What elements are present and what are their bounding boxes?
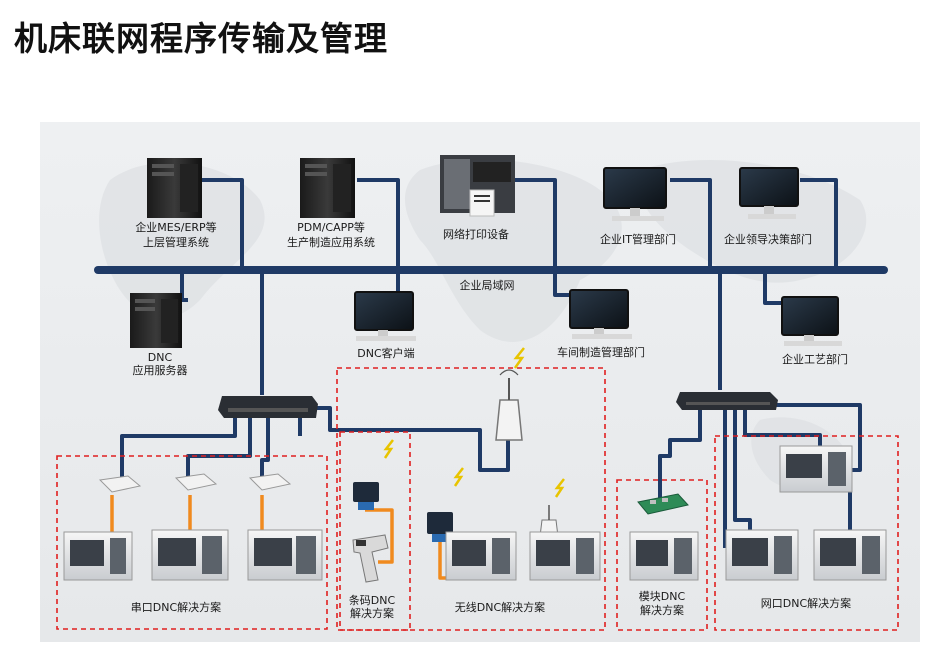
cnc-machine <box>813 529 887 581</box>
mes-erp-label-line2: 上层管理系统 <box>143 235 209 249</box>
pdm-capp-label-line1: PDM/CAPP等 <box>297 220 365 234</box>
serial-solution-label: 串口DNC解决方案 <box>131 600 221 614</box>
right-network-switch-icon <box>676 392 778 410</box>
dnc-client-monitor-icon <box>354 291 416 341</box>
cnc-machine-icons <box>63 445 887 581</box>
cnc-machine <box>725 529 799 581</box>
dnc-server-icon <box>130 293 182 348</box>
cnc-machine <box>529 531 601 581</box>
wireless-module-icons <box>353 482 453 542</box>
workshop-label: 车间制造管理部门 <box>557 345 645 359</box>
solution-boxes <box>56 367 899 631</box>
cnc-machine <box>63 531 133 581</box>
wireless-signal-icons <box>383 347 565 498</box>
page-title: 机床联网程序传输及管理 <box>14 19 388 58</box>
barcode-scanner-icon <box>352 534 389 583</box>
dnc-server-label-line2: 应用服务器 <box>133 363 188 377</box>
ethernet-solution-label: 网口DNC解决方案 <box>761 596 851 610</box>
cnc-machine <box>445 531 517 581</box>
dnc-client-label: DNC客户端 <box>357 346 414 360</box>
printer-label: 网络打印设备 <box>443 227 509 241</box>
dnc-module-card-icon <box>637 493 689 515</box>
barcode-solution-label-line1: 条码DNC <box>349 593 396 607</box>
workshop-monitor-icon <box>569 289 632 339</box>
serial-converter-icons <box>98 473 292 493</box>
pdm-capp-server-icon <box>300 158 355 218</box>
dnc-server-label-line1: DNC <box>148 351 173 364</box>
network-printer-icon <box>440 155 515 217</box>
left-network-switch-icon <box>218 396 318 418</box>
lan-label: 企业局域网 <box>460 278 515 292</box>
barcode-solution-label-line2: 解决方案 <box>350 606 394 620</box>
cnc-machine <box>779 445 853 493</box>
mes-erp-label-line1: 企业MES/ERP等 <box>135 220 216 234</box>
leadership-monitor-icon <box>739 167 799 219</box>
process-dept-label: 企业工艺部门 <box>782 352 848 366</box>
module-solution-label-line1: 模块DNC <box>639 590 686 603</box>
it-dept-monitor-icon <box>603 167 667 221</box>
mes-erp-server-icon <box>147 158 202 218</box>
process-dept-monitor-icon <box>781 296 842 346</box>
cnc-machine <box>151 529 229 581</box>
pdm-capp-label-line2: 生产制造应用系统 <box>287 235 375 249</box>
network-cables <box>120 178 862 552</box>
wireless-ap-icon <box>495 369 523 441</box>
cnc-machine <box>629 531 699 581</box>
leadership-label: 企业领导决策部门 <box>724 232 812 246</box>
wireless-solution-label: 无线DNC解决方案 <box>455 600 545 614</box>
cnc-machine <box>247 529 323 581</box>
it-dept-label: 企业IT管理部门 <box>600 232 676 246</box>
module-solution-label-line2: 解决方案 <box>640 603 684 617</box>
